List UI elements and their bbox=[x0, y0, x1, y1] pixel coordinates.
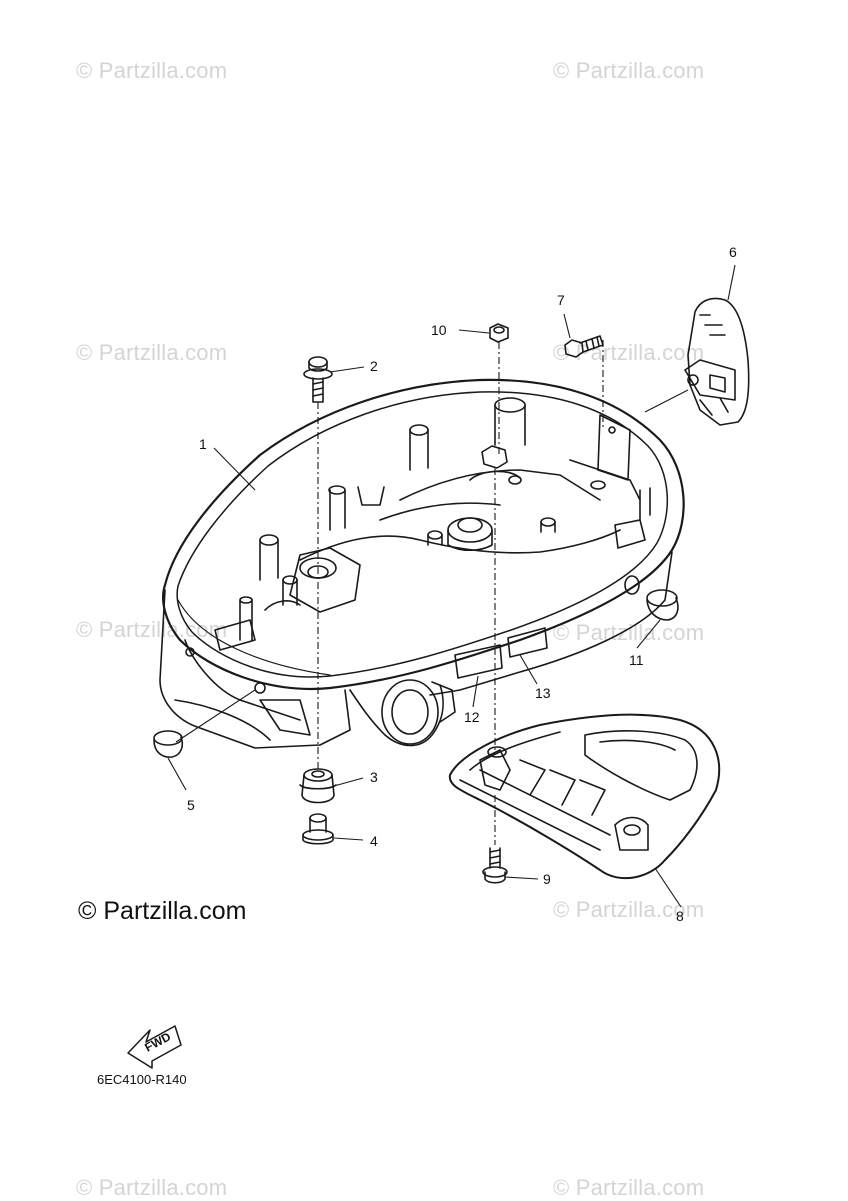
callout-10: 10 bbox=[431, 322, 447, 338]
screw-2 bbox=[303, 356, 333, 403]
watermark-main: © Partzilla.com bbox=[78, 897, 247, 925]
diagram-code: 6EC4100-R140 bbox=[97, 1072, 187, 1087]
callout-11: 11 bbox=[629, 652, 644, 668]
callout-4: 4 bbox=[370, 833, 378, 849]
fwd-arrow bbox=[127, 1025, 182, 1069]
watermark: © Partzilla.com bbox=[76, 617, 228, 642]
callout-6: 6 bbox=[729, 244, 737, 260]
bolt-9 bbox=[482, 847, 508, 884]
callout-2: 2 bbox=[370, 358, 378, 374]
watermark: © Partzilla.com bbox=[553, 897, 705, 922]
watermark: © Partzilla.com bbox=[553, 1175, 705, 1200]
bracket-6 bbox=[684, 297, 750, 426]
watermark: © Partzilla.com bbox=[76, 340, 228, 365]
handle-8 bbox=[448, 713, 721, 880]
grommet-11 bbox=[646, 589, 679, 621]
bottom-cowling bbox=[159, 378, 685, 749]
collar-4 bbox=[302, 813, 334, 845]
bolt-7 bbox=[564, 335, 604, 358]
mount-3 bbox=[299, 768, 337, 804]
watermark: © Partzilla.com bbox=[553, 340, 705, 365]
callout-12: 12 bbox=[464, 709, 480, 725]
watermark: © Partzilla.com bbox=[76, 58, 228, 83]
callout-13: 13 bbox=[535, 685, 551, 701]
callout-8: 8 bbox=[676, 908, 684, 924]
callout-9: 9 bbox=[543, 871, 551, 887]
nut-10 bbox=[489, 323, 509, 343]
grommet-5 bbox=[153, 730, 184, 758]
callout-1: 1 bbox=[199, 436, 207, 452]
callout-3: 3 bbox=[370, 769, 378, 785]
watermark: © Partzilla.com bbox=[553, 620, 705, 645]
callout-7: 7 bbox=[557, 292, 565, 308]
watermark: © Partzilla.com bbox=[76, 1175, 228, 1200]
watermark: © Partzilla.com bbox=[553, 58, 705, 83]
callout-5: 5 bbox=[187, 797, 195, 813]
